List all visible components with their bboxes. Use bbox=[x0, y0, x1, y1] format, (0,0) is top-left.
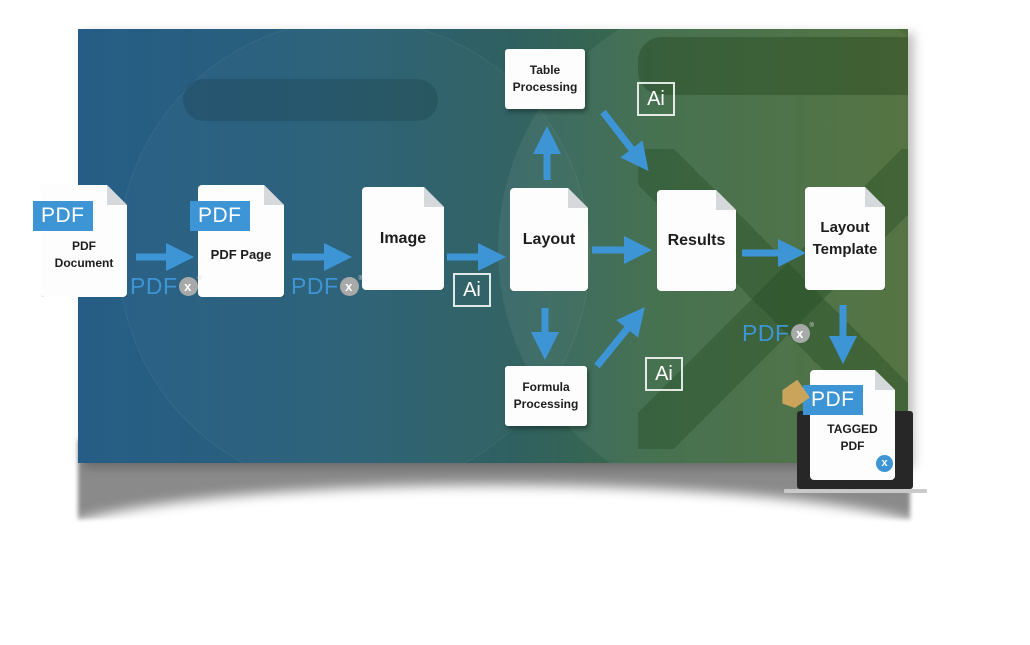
node-label: Layout bbox=[522, 230, 576, 248]
arrow-formula-to-results bbox=[594, 307, 645, 369]
node-layout-template: Layout Template bbox=[805, 187, 885, 290]
logo-x-icon: x bbox=[178, 277, 198, 296]
pdf-tag-icon: PDF bbox=[190, 201, 250, 231]
logo-registered: ® bbox=[197, 276, 203, 282]
node-table-processing: Table Processing bbox=[505, 49, 585, 109]
logo-text: PDF bbox=[130, 273, 178, 299]
node-layout: Layout bbox=[510, 188, 588, 291]
logo-registered: ® bbox=[809, 323, 815, 329]
logo-x-icon: x bbox=[339, 277, 359, 296]
node-label: TAGGED PDF bbox=[827, 421, 877, 455]
node-label: PDF Page bbox=[210, 246, 272, 262]
logo-text: PDF bbox=[742, 320, 790, 346]
node-label: Image bbox=[379, 229, 427, 247]
label-line2: PDF bbox=[840, 439, 865, 453]
label-line1: Formula bbox=[522, 380, 570, 394]
label-line2: Processing bbox=[512, 80, 578, 94]
pdfx-badge-icon: x bbox=[876, 455, 893, 472]
node-results: Results bbox=[657, 190, 736, 291]
logo-text: PDF bbox=[291, 273, 339, 299]
label-line1: TAGGED bbox=[827, 422, 878, 436]
background-bar bbox=[183, 79, 438, 121]
label-line1: Layout bbox=[820, 218, 870, 236]
arrows-layer bbox=[136, 109, 857, 369]
node-label: Layout Template bbox=[813, 217, 878, 261]
pdfx-logo: PDF x ® bbox=[742, 320, 814, 347]
pdfx-logo: PDF x ® bbox=[291, 273, 363, 300]
label-line2: Template bbox=[812, 240, 878, 258]
arrow-table-to-results bbox=[600, 109, 649, 172]
ai-badge-icon: Ai bbox=[645, 357, 683, 391]
pdf-tag-icon: PDF bbox=[33, 201, 93, 231]
node-label: Formula Processing bbox=[514, 379, 579, 413]
background-bar-right bbox=[638, 37, 908, 95]
label-line2: Processing bbox=[513, 397, 579, 411]
pdfx-logo: PDF x ® bbox=[130, 273, 202, 300]
node-label: Table Processing bbox=[513, 62, 578, 96]
logo-registered: ® bbox=[358, 276, 364, 282]
node-formula-processing: Formula Processing bbox=[505, 366, 587, 426]
node-image: Image bbox=[362, 187, 444, 290]
pdf-tag-icon: PDF bbox=[803, 385, 863, 415]
label-line2: Document bbox=[54, 256, 114, 270]
node-label: PDF Document bbox=[55, 238, 114, 272]
laptop-base bbox=[784, 489, 927, 493]
logo-x-icon: x bbox=[790, 324, 810, 343]
label-line1: Table bbox=[529, 63, 561, 77]
node-label: Results bbox=[667, 231, 726, 249]
ai-badge-icon: Ai bbox=[637, 82, 675, 116]
label-line1: PDF bbox=[71, 239, 96, 253]
ai-badge-icon: Ai bbox=[453, 273, 491, 307]
